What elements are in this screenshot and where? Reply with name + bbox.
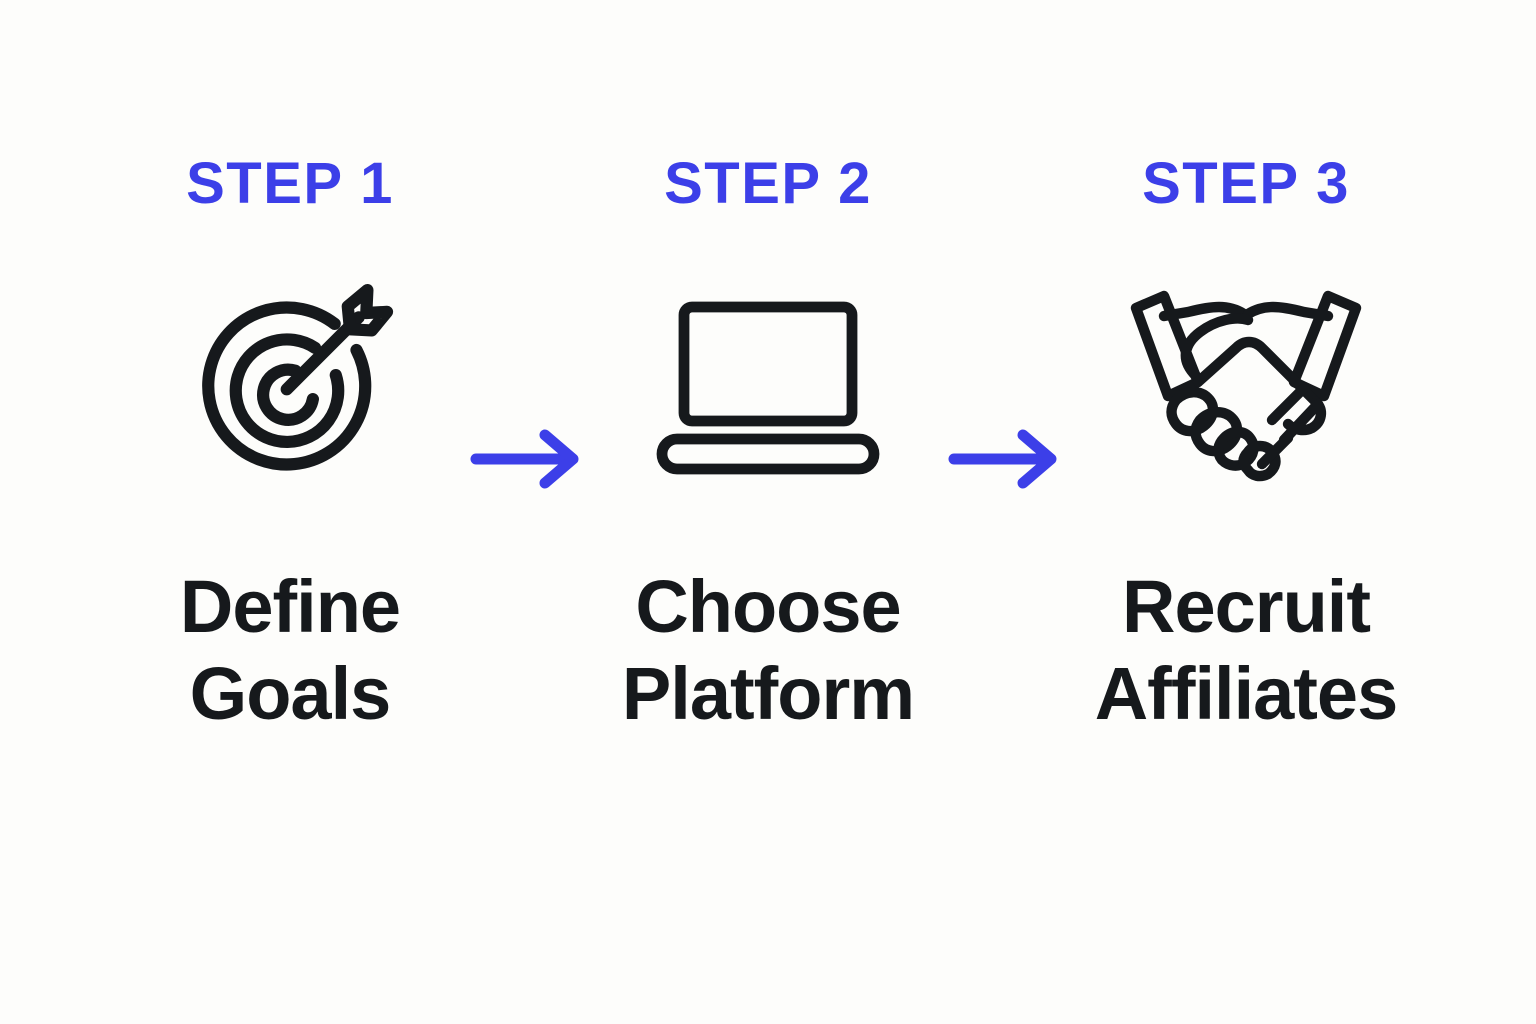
step-title-2-line1: Choose — [635, 565, 901, 648]
arrow-right-icon — [948, 429, 1057, 489]
step-title-3-line1: Recruit — [1122, 565, 1371, 648]
connector-arrow-2 — [933, 155, 1081, 491]
arrow-right-icon — [470, 429, 579, 489]
step-title-3: Recruit Affiliates — [1094, 563, 1399, 738]
step-column-3: STEP 3 — [1081, 155, 1411, 738]
step-column-2: STEP 2 Choose Platform — [603, 155, 933, 738]
connector-arrow-1 — [455, 155, 603, 491]
step-kicker-2: STEP 2 — [664, 151, 872, 216]
step-title-1: Define Goals — [179, 563, 401, 738]
handshake-icon — [1081, 271, 1411, 501]
laptop-icon — [603, 271, 933, 501]
step-title-2-line2: Platform — [621, 652, 915, 736]
step-kicker-3: STEP 3 — [1142, 151, 1350, 216]
step-title-2: Choose Platform — [621, 563, 915, 738]
target-arrow-icon — [125, 271, 455, 501]
step-title-1-line2: Goals — [189, 652, 392, 736]
step-kicker-1: STEP 1 — [186, 151, 394, 216]
step-title-3-line2: Affiliates — [1094, 652, 1399, 736]
step-title-1-line1: Define — [179, 565, 401, 648]
step-column-1: STEP 1 Define Goals — [125, 155, 455, 738]
